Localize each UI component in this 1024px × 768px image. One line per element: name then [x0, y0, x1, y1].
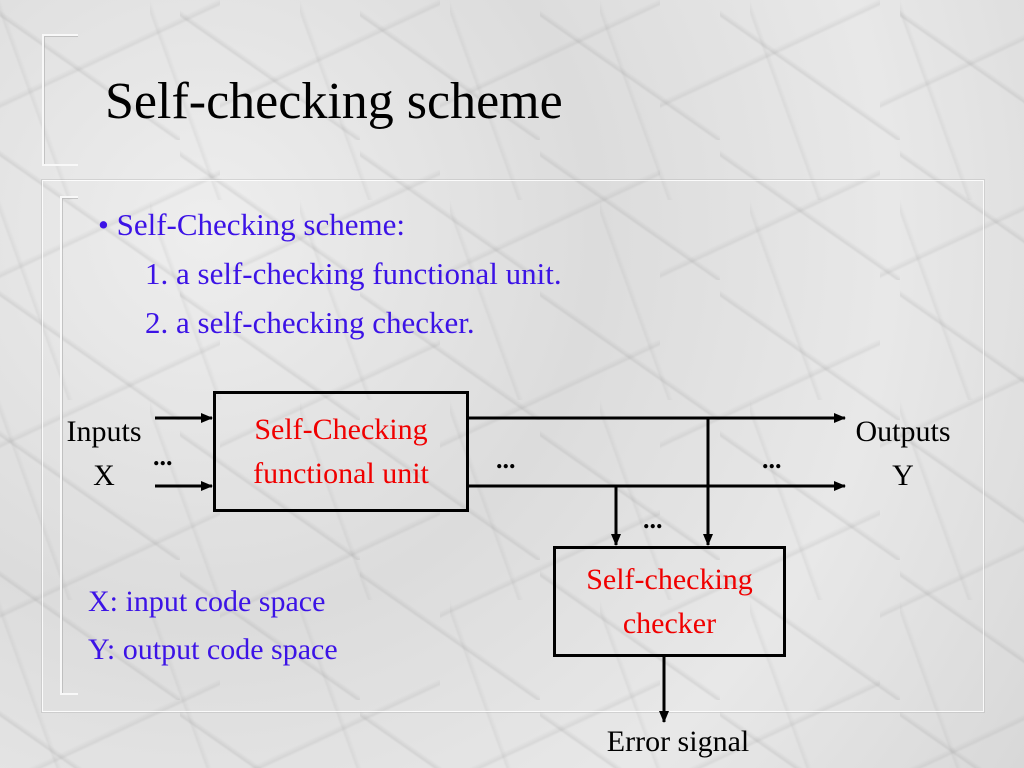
content-frame-bracket — [60, 196, 78, 695]
list-item-checker: 2. a self-checking checker. — [145, 305, 475, 340]
outputs-label: Outputs Y — [835, 410, 971, 498]
inputs-symbol: X — [93, 459, 115, 492]
content-frame — [42, 180, 984, 712]
checker-line1: Self-checking — [586, 562, 753, 596]
definition-x: X: input code space — [88, 585, 326, 618]
list-item-functional-unit: 1. a self-checking functional unit. — [145, 256, 562, 291]
checker-line2: checker — [622, 606, 717, 640]
inputs-ellipsis: ... — [153, 442, 173, 471]
definition-y: Y: output code space — [88, 633, 338, 666]
bullet-text: Self-Checking scheme: — [116, 207, 405, 242]
functional-unit-line2: functional unit — [253, 456, 429, 490]
bullet-marker: • — [98, 207, 109, 242]
functional-unit-line1: Self-Checking — [254, 412, 428, 446]
checker-inputs-ellipsis: ... — [643, 505, 663, 534]
error-signal-label: Error signal — [606, 725, 750, 758]
outputs-label-text: Outputs — [855, 415, 951, 448]
inputs-label: Inputs X — [50, 410, 158, 498]
slide-title: Self-checking scheme — [105, 73, 563, 130]
functional-unit-block: Self-Checking functional unit — [213, 391, 469, 512]
checker-block: Self-checking checker — [553, 546, 786, 657]
bullet-point: • Self-Checking scheme: — [98, 207, 405, 243]
outputs-symbol: Y — [892, 459, 914, 492]
outputs-ellipsis-right: ... — [762, 445, 782, 474]
title-frame-bracket — [42, 34, 78, 166]
outputs-ellipsis-left: ... — [496, 445, 516, 474]
inputs-label-text: Inputs — [66, 415, 142, 448]
